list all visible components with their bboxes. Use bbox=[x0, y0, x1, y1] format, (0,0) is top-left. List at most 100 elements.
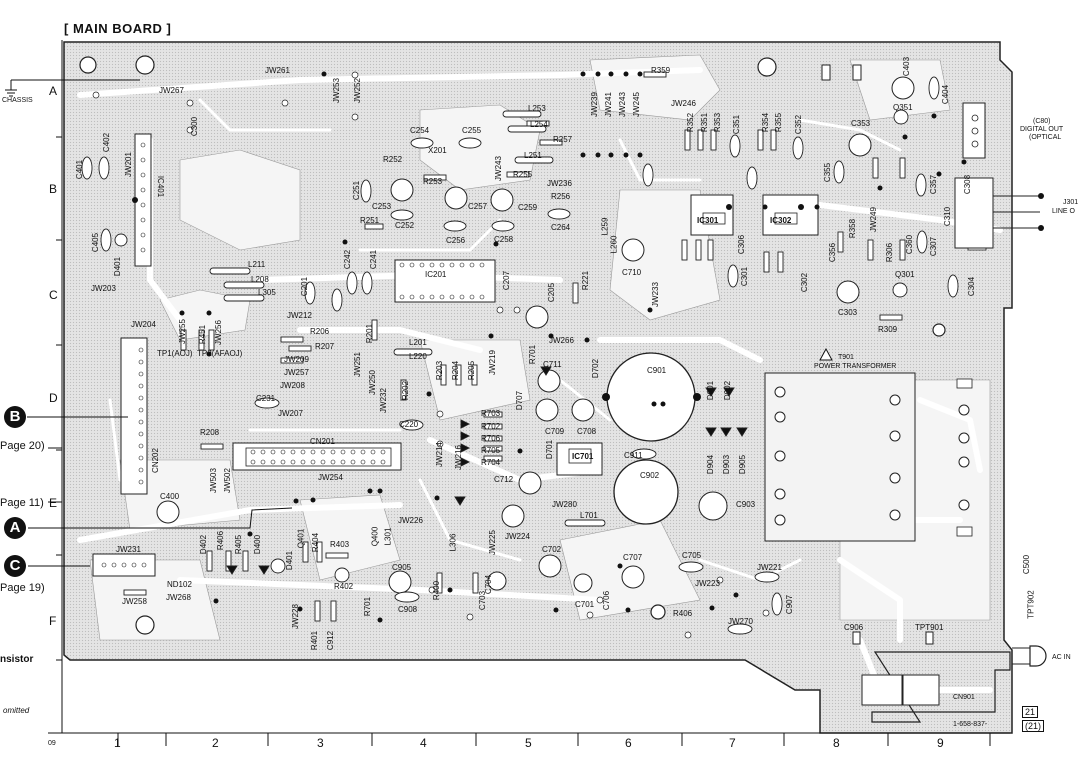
ref-label: C231 bbox=[256, 394, 276, 403]
ref-label: C304 bbox=[967, 276, 977, 297]
ref-label: IC301 bbox=[697, 216, 719, 225]
ref-label: JW225 bbox=[487, 530, 497, 555]
line-out-ref: J301 bbox=[1063, 199, 1078, 206]
ref-label: C710 bbox=[622, 268, 642, 277]
ref-label: C257 bbox=[468, 202, 488, 211]
ref-label: L306 bbox=[448, 533, 458, 552]
digital-out-ref: (C80) bbox=[1033, 118, 1051, 125]
ref-label: C253 bbox=[372, 202, 392, 211]
ref-label: C301 bbox=[740, 266, 750, 287]
ref-label: D702 bbox=[591, 358, 601, 379]
ref-label: JW207 bbox=[278, 409, 303, 418]
row-label-f: F bbox=[49, 614, 57, 628]
ref-label: R252 bbox=[383, 155, 403, 164]
ref-label: C302 bbox=[800, 272, 810, 293]
row-label-e: E bbox=[49, 496, 58, 510]
ref-label: Q301 bbox=[895, 270, 915, 279]
ref-label: R706 bbox=[481, 434, 501, 443]
ref-label: JW239 bbox=[589, 92, 599, 117]
col-label-6: 6 bbox=[625, 736, 632, 750]
ref-label: JW221 bbox=[757, 563, 782, 572]
ref-label: R358 bbox=[848, 218, 858, 239]
chassis-label: CHASSIS bbox=[2, 97, 33, 104]
ref-label: JW251 bbox=[352, 352, 362, 377]
ref-label: JW280 bbox=[552, 500, 577, 509]
ref-label: JW258 bbox=[122, 597, 147, 606]
ref-label: R201 bbox=[365, 323, 375, 344]
ref-label: R206 bbox=[310, 327, 330, 336]
ref-label: C207 bbox=[502, 270, 512, 291]
ref-label: JW224 bbox=[505, 532, 530, 541]
ref-label: C703 bbox=[478, 590, 488, 611]
ref-label: JW502 bbox=[222, 468, 232, 493]
ref-label: L259 bbox=[600, 217, 610, 236]
ref-label: Q401 bbox=[296, 528, 306, 549]
ref-label: R701 bbox=[363, 596, 373, 617]
ref-label: JW231 bbox=[116, 545, 141, 554]
ref-label: C356 bbox=[828, 242, 838, 263]
ref-label: C255 bbox=[462, 126, 482, 135]
ref-label: R451 bbox=[198, 324, 208, 345]
warning-triangle-icon bbox=[819, 347, 833, 361]
ref-label: C242 bbox=[343, 249, 353, 270]
ref-label: L701 bbox=[580, 511, 598, 520]
ref-label: L251 bbox=[524, 151, 542, 160]
ref-label: D905 bbox=[738, 454, 748, 475]
ref-label: JW236 bbox=[547, 179, 572, 188]
ref-label: C352 bbox=[794, 114, 804, 135]
line-out-label: LINE O bbox=[1052, 208, 1075, 215]
ref-label: C905 bbox=[392, 563, 412, 572]
ref-label: R401 bbox=[310, 630, 320, 651]
transformer-pads bbox=[774, 386, 970, 526]
ref-label: JW249 bbox=[868, 207, 878, 232]
ref-label: C251 bbox=[352, 180, 362, 201]
ref-label: L305 bbox=[258, 288, 276, 297]
ref-label: D401 bbox=[113, 256, 123, 277]
ref-label: JW245 bbox=[631, 92, 641, 117]
ref-label: R406 bbox=[673, 609, 693, 618]
ref-label: Q400 bbox=[370, 526, 380, 547]
ref-label: JW268 bbox=[166, 593, 191, 602]
ref-label: JW252 bbox=[352, 78, 362, 103]
ref-label: C252 bbox=[395, 221, 415, 230]
ref-label: C701 bbox=[575, 600, 595, 609]
transformer-name: POWER TRANSFORMER bbox=[814, 363, 897, 370]
ceramic-capacitors bbox=[81, 76, 959, 635]
ref-label: D401 bbox=[285, 550, 295, 571]
ref-label: C310 bbox=[943, 206, 953, 227]
ref-label: C401 bbox=[75, 159, 85, 180]
ref-label: JW232 bbox=[378, 388, 388, 413]
ref-label: D701 bbox=[545, 439, 555, 460]
ref-label: R359 bbox=[651, 66, 671, 75]
cn901-label: CN901 bbox=[953, 694, 975, 701]
ref-label: ND102 bbox=[167, 580, 192, 589]
ref-label: R257 bbox=[553, 135, 573, 144]
ref-label: JW233 bbox=[650, 282, 660, 307]
ref-label: C702 bbox=[542, 545, 562, 554]
col-label-2: 2 bbox=[212, 736, 219, 750]
ref-label: R402 bbox=[334, 582, 354, 591]
ref-label: JW246 bbox=[671, 99, 696, 108]
ref-label: L220 bbox=[409, 352, 427, 361]
omitted-note: omitted bbox=[3, 706, 30, 715]
ref-label: JW270 bbox=[728, 617, 753, 626]
cn202-pins bbox=[101, 142, 147, 568]
ref-label: D901 bbox=[706, 380, 716, 401]
transistor-note: nsistor bbox=[0, 654, 34, 665]
ref-label: C708 bbox=[577, 427, 597, 436]
ref-label: JW253 bbox=[331, 78, 341, 103]
ref-label: R204 bbox=[451, 360, 461, 381]
ref-label: JW243 bbox=[617, 92, 627, 117]
ref-label: D904 bbox=[706, 454, 716, 475]
ref-label: R202 bbox=[401, 380, 411, 401]
ref-label: C258 bbox=[494, 235, 514, 244]
ref-label: C706 bbox=[602, 590, 612, 611]
resistors bbox=[123, 71, 906, 622]
ref-label: R255 bbox=[513, 170, 533, 179]
ref-label: JW226 bbox=[398, 516, 423, 525]
ref-label: C907 bbox=[785, 594, 795, 615]
electrolytic-capacitors bbox=[156, 76, 915, 594]
mounting-holes bbox=[79, 55, 946, 635]
